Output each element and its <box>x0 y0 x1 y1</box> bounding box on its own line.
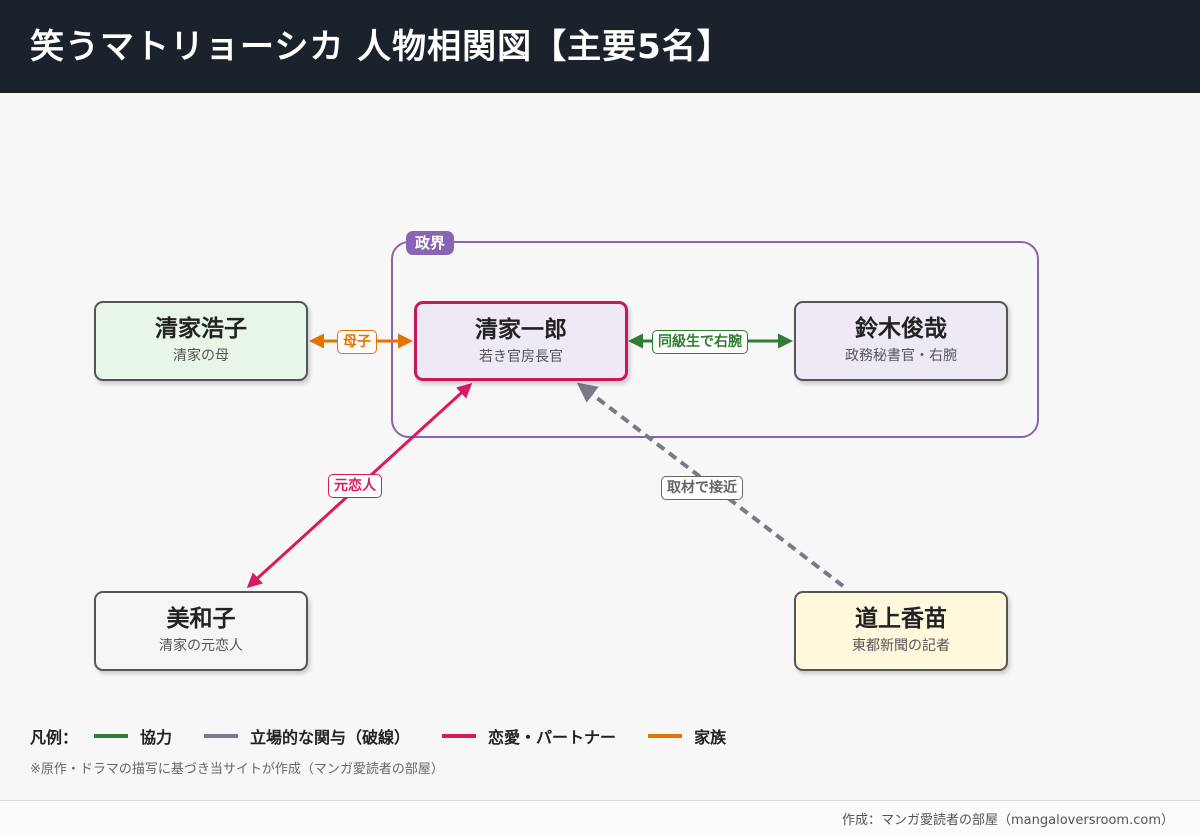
node-role: 清家の元恋人 <box>159 638 243 654</box>
legend-label: 家族 <box>694 728 727 747</box>
page-title: 笑うマトリョーシカ 人物相関図【主要5名】 <box>30 27 732 67</box>
node-role: 清家の母 <box>173 348 229 364</box>
source-note: ※原作・ドラマの描写に基づき当サイトが作成（マンガ愛読者の部屋） <box>30 762 444 777</box>
node-seike-ichiro: 清家一郎 若き官房長官 <box>414 301 628 381</box>
legend-swatch <box>94 734 129 738</box>
node-name: 美和子 <box>166 606 236 632</box>
node-role: 東都新聞の記者 <box>852 638 950 654</box>
group-label-seikai: 政界 <box>406 231 455 255</box>
node-seike-kouji: 清家浩子 清家の母 <box>94 301 308 381</box>
legend-swatch <box>204 734 239 738</box>
node-role: 若き官房長官 <box>479 349 563 365</box>
node-name: 清家浩子 <box>155 316 247 342</box>
header-bar: 笑うマトリョーシカ 人物相関図【主要5名】 <box>0 0 1200 93</box>
legend-swatch <box>648 734 683 738</box>
node-name: 道上香苗 <box>855 606 947 632</box>
node-name: 清家一郎 <box>475 317 567 343</box>
legend-label: 恋愛・パートナー <box>488 728 617 747</box>
legend: 凡例： 協力 立場的な関与（破線） 恋愛・パートナー 家族 <box>30 724 758 748</box>
legend-item-position: 立場的な関与（破線） <box>204 724 410 748</box>
legend-item-family: 家族 <box>648 724 726 748</box>
node-michigami-kanae: 道上香苗 東都新聞の記者 <box>794 591 1008 671</box>
legend-label: 立場的な関与（破線） <box>250 728 411 747</box>
footer-credit: 作成：マンガ愛読者の部屋（mangaloversroom.com） <box>842 813 1174 828</box>
node-miwako: 美和子 清家の元恋人 <box>94 591 308 671</box>
legend-swatch <box>442 734 477 738</box>
legend-item-coop: 協力 <box>94 724 172 748</box>
footer: 作成：マンガ愛読者の部屋（mangaloversroom.com） <box>0 800 1200 835</box>
edge-label-family: 母子 <box>337 330 377 354</box>
legend-label: 協力 <box>140 728 173 747</box>
legend-title: 凡例： <box>30 728 79 747</box>
edge-label-romance: 元恋人 <box>328 474 382 498</box>
edge-label-position: 取材で接近 <box>661 476 743 500</box>
node-name: 鈴木俊哉 <box>855 316 947 342</box>
node-role: 政務秘書官・右腕 <box>845 348 957 364</box>
node-suzuki-toshiya: 鈴木俊哉 政務秘書官・右腕 <box>794 301 1008 381</box>
legend-item-romance: 恋愛・パートナー <box>442 724 616 748</box>
edge-label-coop: 同級生で右腕 <box>652 330 748 354</box>
